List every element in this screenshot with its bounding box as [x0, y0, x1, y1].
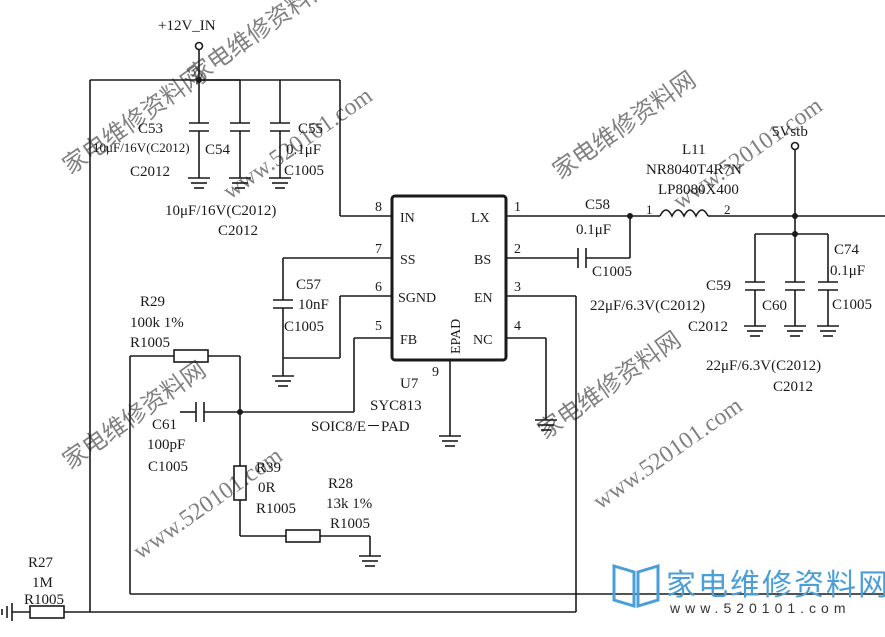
- ic-pin-number: 3: [514, 280, 521, 295]
- c53-footprint: C2012: [130, 164, 170, 180]
- ic-pin-name: BS: [474, 253, 491, 268]
- l11-ref: L11: [682, 142, 706, 158]
- c53-ref: C53: [138, 121, 163, 137]
- r27-footprint: R1005: [24, 592, 64, 608]
- resistor-r28: R28 13k 1% R1005: [240, 476, 381, 567]
- resistor-r27: R27 1M R1005: [1, 555, 90, 621]
- ic-pin-name: SGND: [398, 291, 436, 306]
- capacitor-c61: C61 100pF C1005: [147, 402, 205, 475]
- logo-url: www.520101.com: [670, 600, 851, 616]
- ic-pin-name: IN: [400, 211, 415, 226]
- capacitor-c58: C58 0.1μF C1005: [506, 197, 660, 280]
- ic-part: SYC813: [370, 398, 422, 414]
- watermark-text: 家电维修资料网: [533, 326, 686, 444]
- capacitor-c54: C54 10μF/16V(C2012) C2012: [165, 79, 276, 239]
- c59-value: 22μF/6.3V(C2012): [590, 298, 705, 314]
- junction-dot: [627, 213, 633, 219]
- ic-pin-name: EN: [474, 291, 493, 306]
- vout-net: 5Vstb: [755, 124, 885, 237]
- r39-ref: R39: [256, 460, 281, 476]
- ic-ref: U7: [400, 376, 419, 392]
- c59-footprint: C2012: [688, 319, 728, 335]
- c60-value: 22μF/6.3V(C2012): [706, 358, 821, 374]
- ic-pin-number: 5: [375, 319, 382, 334]
- c58-footprint: C1005: [592, 264, 632, 280]
- c54-ref: C54: [205, 142, 231, 158]
- r28-footprint: R1005: [330, 516, 370, 532]
- ic-pin-name: SS: [400, 253, 416, 268]
- c60-footprint: C2012: [773, 379, 813, 395]
- c57-footprint: C1005: [284, 319, 324, 335]
- r29-footprint: R1005: [130, 335, 170, 351]
- c54-value: 10μF/16V(C2012): [165, 203, 276, 219]
- capacitor-c53: C53 10μF/16V(C2012) C2012: [93, 80, 210, 189]
- resistor-r29: R29 100k 1% R1005: [129, 294, 241, 594]
- r28-ref: R28: [328, 476, 353, 492]
- book-icon: [612, 563, 660, 609]
- vin-terminal: [194, 41, 204, 51]
- c58-value: 0.1μF: [576, 222, 611, 238]
- r27-ref: R27: [28, 555, 54, 571]
- l11-value: NR8040T4R7N: [646, 162, 742, 178]
- feedback-network: [204, 337, 392, 415]
- c53-value: 10μF/16V(C2012): [93, 140, 190, 155]
- ic-pin-number: 7: [375, 242, 382, 257]
- c74-ref: C74: [834, 242, 860, 258]
- r29-ref: R29: [140, 294, 165, 310]
- l11-pin2: 2: [724, 202, 731, 217]
- ic-pin-number: 2: [514, 242, 521, 257]
- r27-value: 1M: [32, 575, 53, 591]
- c55-ref: C55: [298, 121, 323, 137]
- ic-pin-number: 8: [375, 200, 382, 215]
- net-label-vout: 5Vstb: [772, 124, 808, 140]
- ic-pin-name: LX: [471, 211, 490, 226]
- ic-pin-number: 6: [375, 280, 382, 295]
- resistor-r39: R39 0R R1005: [233, 412, 296, 536]
- ic-epad-label: EPAD: [449, 319, 464, 354]
- ic-package: SOIC8/E－PAD: [311, 419, 410, 435]
- r39-footprint: R1005: [256, 501, 296, 517]
- ic-pin-number: 1: [514, 200, 521, 215]
- capacitor-c55: C55 0.1μF C1005: [269, 80, 324, 189]
- ic-pin-name: NC: [473, 333, 492, 348]
- c60-ref: C60: [762, 298, 787, 314]
- nc-pin-ground: [506, 337, 557, 431]
- c55-value: 0.1μF: [286, 142, 321, 158]
- ic-pin-name: FB: [400, 333, 417, 348]
- logo-name: 家电维修资料网: [666, 568, 885, 603]
- vout-terminal: [790, 141, 800, 151]
- c57-ref: C57: [296, 277, 322, 293]
- enable-net: [90, 295, 577, 613]
- ic-pin-number: 4: [514, 319, 521, 334]
- capacitor-c57: C57 10nF C1005: [272, 257, 392, 387]
- net-label-vin: +12V_IN: [158, 18, 216, 34]
- r28-value: 13k 1%: [326, 496, 372, 512]
- c61-footprint: C1005: [148, 459, 188, 475]
- c58-ref: C58: [585, 197, 610, 213]
- c55-footprint: C1005: [284, 163, 324, 179]
- watermark-text: 家电维修资料网: [183, 0, 336, 90]
- c74-footprint: C1005: [832, 297, 872, 313]
- capacitor-c60: C60 22μF/6.3V(C2012) C2012: [706, 234, 821, 395]
- ic-pin-number: 9: [432, 365, 439, 380]
- capacitor-c59: C59 22μF/6.3V(C2012) C2012: [590, 234, 766, 337]
- r29-value: 100k 1%: [130, 315, 184, 331]
- inductor-l11: 1 2 L11 NR8040T4R7N LP8080X400: [646, 142, 795, 218]
- c54-footprint: C2012: [218, 223, 258, 239]
- c74-value: 0.1μF: [830, 263, 865, 279]
- r39-value: 0R: [258, 480, 276, 496]
- ic-u7: IN SS SGND FB LX BS EN NC EPAD 8 7 6 5 1…: [311, 194, 521, 447]
- c59-ref: C59: [706, 278, 731, 294]
- l11-footprint: LP8080X400: [658, 182, 739, 198]
- c61-value: 100pF: [147, 437, 185, 453]
- watermark-text: www.520101.com: [589, 393, 748, 515]
- c61-ref: C61: [152, 417, 177, 433]
- l11-pin1: 1: [646, 202, 653, 217]
- c57-value: 10nF: [298, 297, 329, 313]
- site-logo: 家电维修资料网 www.520101.com: [608, 556, 885, 626]
- watermark-text: 家电维修资料网: [58, 356, 211, 474]
- capacitor-c74: C74 0.1μF C1005: [817, 234, 872, 337]
